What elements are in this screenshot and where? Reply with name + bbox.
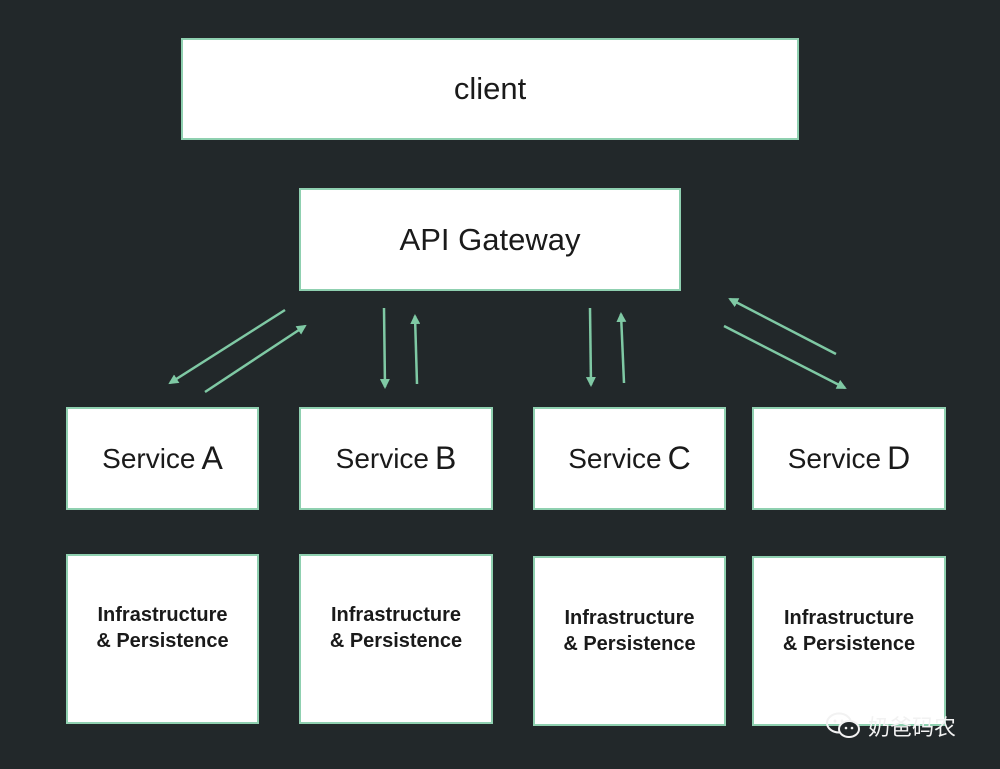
watermark-text: 奶爸码农 — [868, 716, 957, 741]
client-box: client — [181, 38, 799, 140]
arrow-gateway-to-service-a — [168, 308, 286, 385]
service-a-letter: A — [201, 440, 223, 476]
infrastructure-d-box: Infrastructure & Persistence — [752, 556, 946, 726]
service-c-letter: C — [667, 440, 691, 476]
arrow-gateway-to-service-d — [723, 324, 847, 390]
api-gateway-label: API Gateway — [399, 221, 581, 257]
api-gateway-box: API Gateway — [299, 188, 681, 291]
infrastructure-d-line2: & Persistence — [782, 633, 916, 655]
infrastructure-c-box: Infrastructure & Persistence — [533, 556, 726, 726]
arrow-service-d-to-gateway — [728, 297, 837, 356]
infrastructure-c-line1: Infrastructure — [564, 607, 695, 629]
arrow-service-a-to-gateway — [204, 324, 307, 394]
client-label: client — [453, 71, 527, 106]
infrastructure-a-line2: & Persistence — [96, 630, 229, 652]
service-b-letter: B — [435, 440, 457, 476]
watermark: 奶爸码农 — [826, 708, 956, 744]
service-d-letter: D — [887, 440, 911, 476]
wechat-icon — [826, 712, 860, 738]
service-c-box: Service C — [533, 407, 726, 510]
arrow-service-b-to-gateway — [410, 314, 421, 385]
service-b-box: Service B — [299, 407, 493, 510]
infrastructure-a-box: Infrastructure & Persistence — [66, 554, 259, 724]
service-d-prefix: Service — [787, 442, 882, 474]
infrastructure-b-box: Infrastructure & Persistence — [299, 554, 493, 724]
service-b-prefix: Service — [335, 442, 430, 474]
infrastructure-a-line1: Infrastructure — [97, 604, 228, 626]
infrastructure-c-line2: & Persistence — [563, 633, 696, 655]
service-a-prefix: Service — [102, 442, 196, 474]
arrow-gateway-to-service-c — [585, 307, 596, 387]
infrastructure-b-line1: Infrastructure — [330, 604, 462, 626]
service-d-box: Service D — [752, 407, 946, 510]
service-c-prefix: Service — [568, 442, 662, 474]
infrastructure-d-line1: Infrastructure — [783, 607, 915, 629]
arrow-gateway-to-service-b — [379, 307, 390, 389]
infrastructure-b-line2: & Persistence — [329, 630, 463, 652]
service-a-box: Service A — [66, 407, 259, 510]
arrow-service-c-to-gateway — [616, 312, 627, 384]
